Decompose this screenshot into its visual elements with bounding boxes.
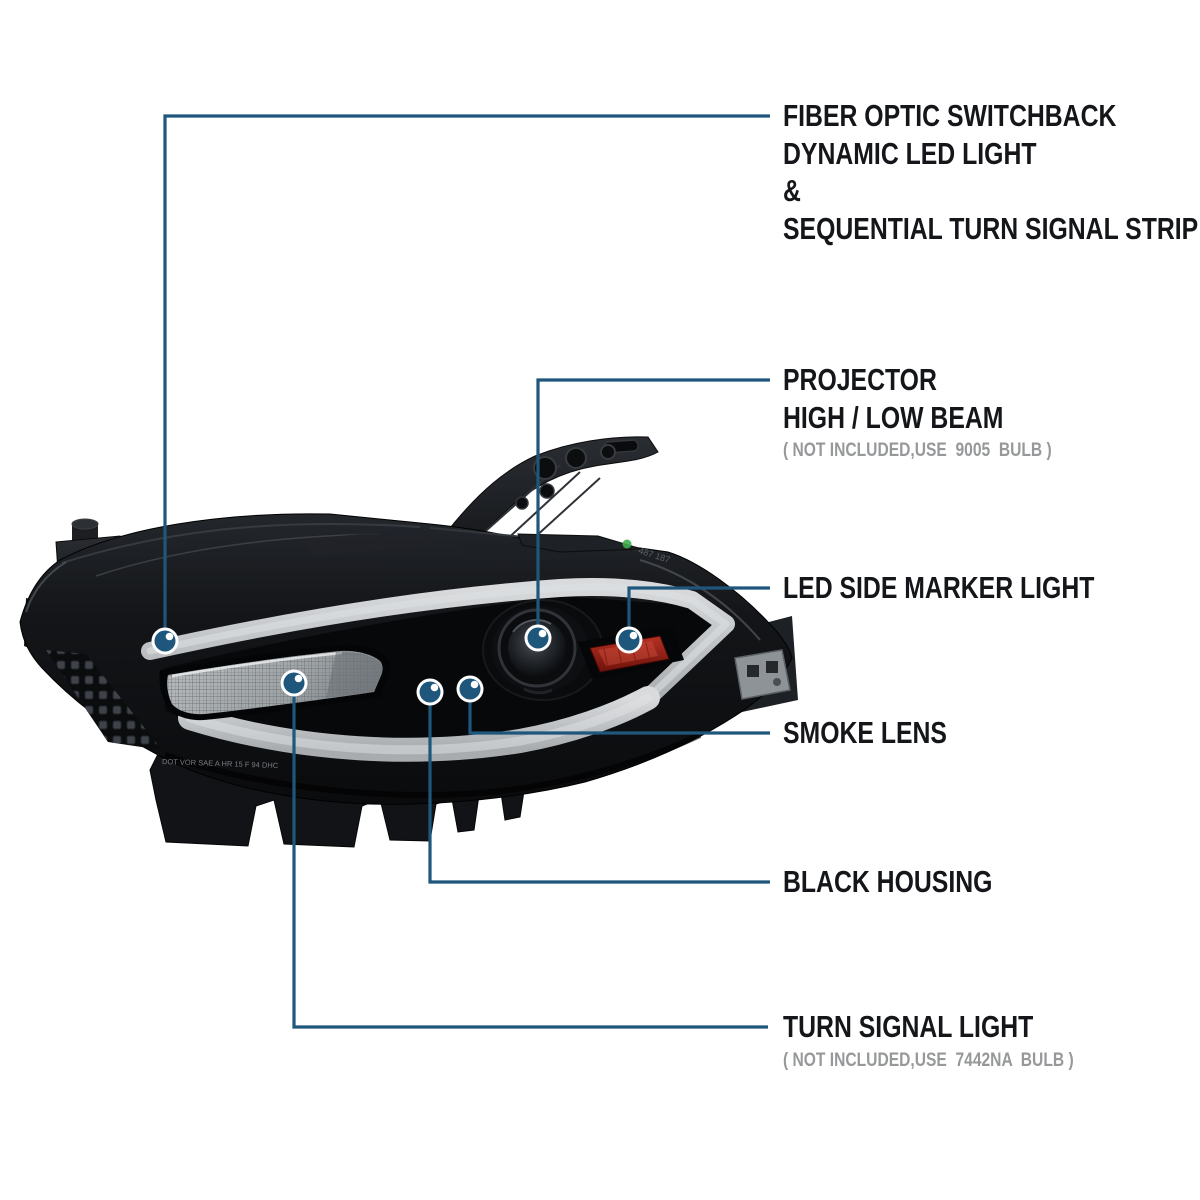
upper-reflector-streaks xyxy=(25,522,761,798)
callout-marker-turn-signal xyxy=(280,669,308,697)
callout-title: BLACK HOUSING xyxy=(783,864,993,899)
callout-marker-smoke-lens xyxy=(456,675,484,703)
callout-label-black-housing: BLACK HOUSING xyxy=(783,863,1200,901)
callout-note: ( NOT INCLUDED,USE 7442NA BULB ) xyxy=(783,1048,1074,1071)
led-dot-matrix xyxy=(46,650,162,750)
callout-label-fiber-optic-strip: FIBER OPTIC SWITCHBACK DYNAMIC LED LIGHT… xyxy=(783,97,1200,247)
callout-line-black-housing xyxy=(428,692,770,884)
callout-line-smoke-lens xyxy=(468,689,770,735)
callout-line-led-side-marker xyxy=(627,586,770,640)
callout-line-fiber-optic-strip xyxy=(163,114,770,641)
callout-label-turn-signal: TURN SIGNAL LIGHT ( NOT INCLUDED,USE 744… xyxy=(783,1008,1200,1071)
turn-signal-lens xyxy=(159,644,391,721)
callout-label-led-side-marker: LED SIDE MARKER LIGHT xyxy=(783,569,1200,607)
callout-title: TURN SIGNAL LIGHT xyxy=(783,1009,1034,1044)
status-led-dot xyxy=(622,539,632,549)
headlight-illustration: 487 187 DOT VOR SAE A HR 15 F 94 DHC xyxy=(19,436,798,848)
callout-marker-fiber-optic-strip xyxy=(151,627,179,655)
led-light-bar xyxy=(141,578,735,762)
callout-title: FIBER OPTIC SWITCHBACK DYNAMIC LED LIGHT… xyxy=(783,98,1199,246)
callout-marker-led-side-marker xyxy=(615,626,643,654)
callout-title: LED SIDE MARKER LIGHT xyxy=(783,570,1095,605)
callout-lines xyxy=(163,114,770,1029)
callout-markers xyxy=(151,624,643,706)
callout-label-smoke-lens: SMOKE LENS xyxy=(783,714,1200,752)
right-mounting-tab xyxy=(734,649,791,700)
callout-line-turn-signal xyxy=(292,683,768,1029)
callout-title: PROJECTOR HIGH / LOW BEAM xyxy=(783,362,1004,435)
callout-title: SMOKE LENS xyxy=(783,715,947,750)
callout-marker-projector-beam xyxy=(524,624,552,652)
compliance-marking-text: DOT VOR SAE A HR 15 F 94 DHC xyxy=(162,757,279,770)
callout-line-projector-beam xyxy=(536,378,770,638)
callout-label-projector-beam: PROJECTOR HIGH / LOW BEAM ( NOT INCLUDED… xyxy=(783,361,1200,461)
callout-marker-black-housing xyxy=(416,678,444,706)
callout-note: ( NOT INCLUDED,USE 9005 BULB ) xyxy=(783,439,1052,461)
